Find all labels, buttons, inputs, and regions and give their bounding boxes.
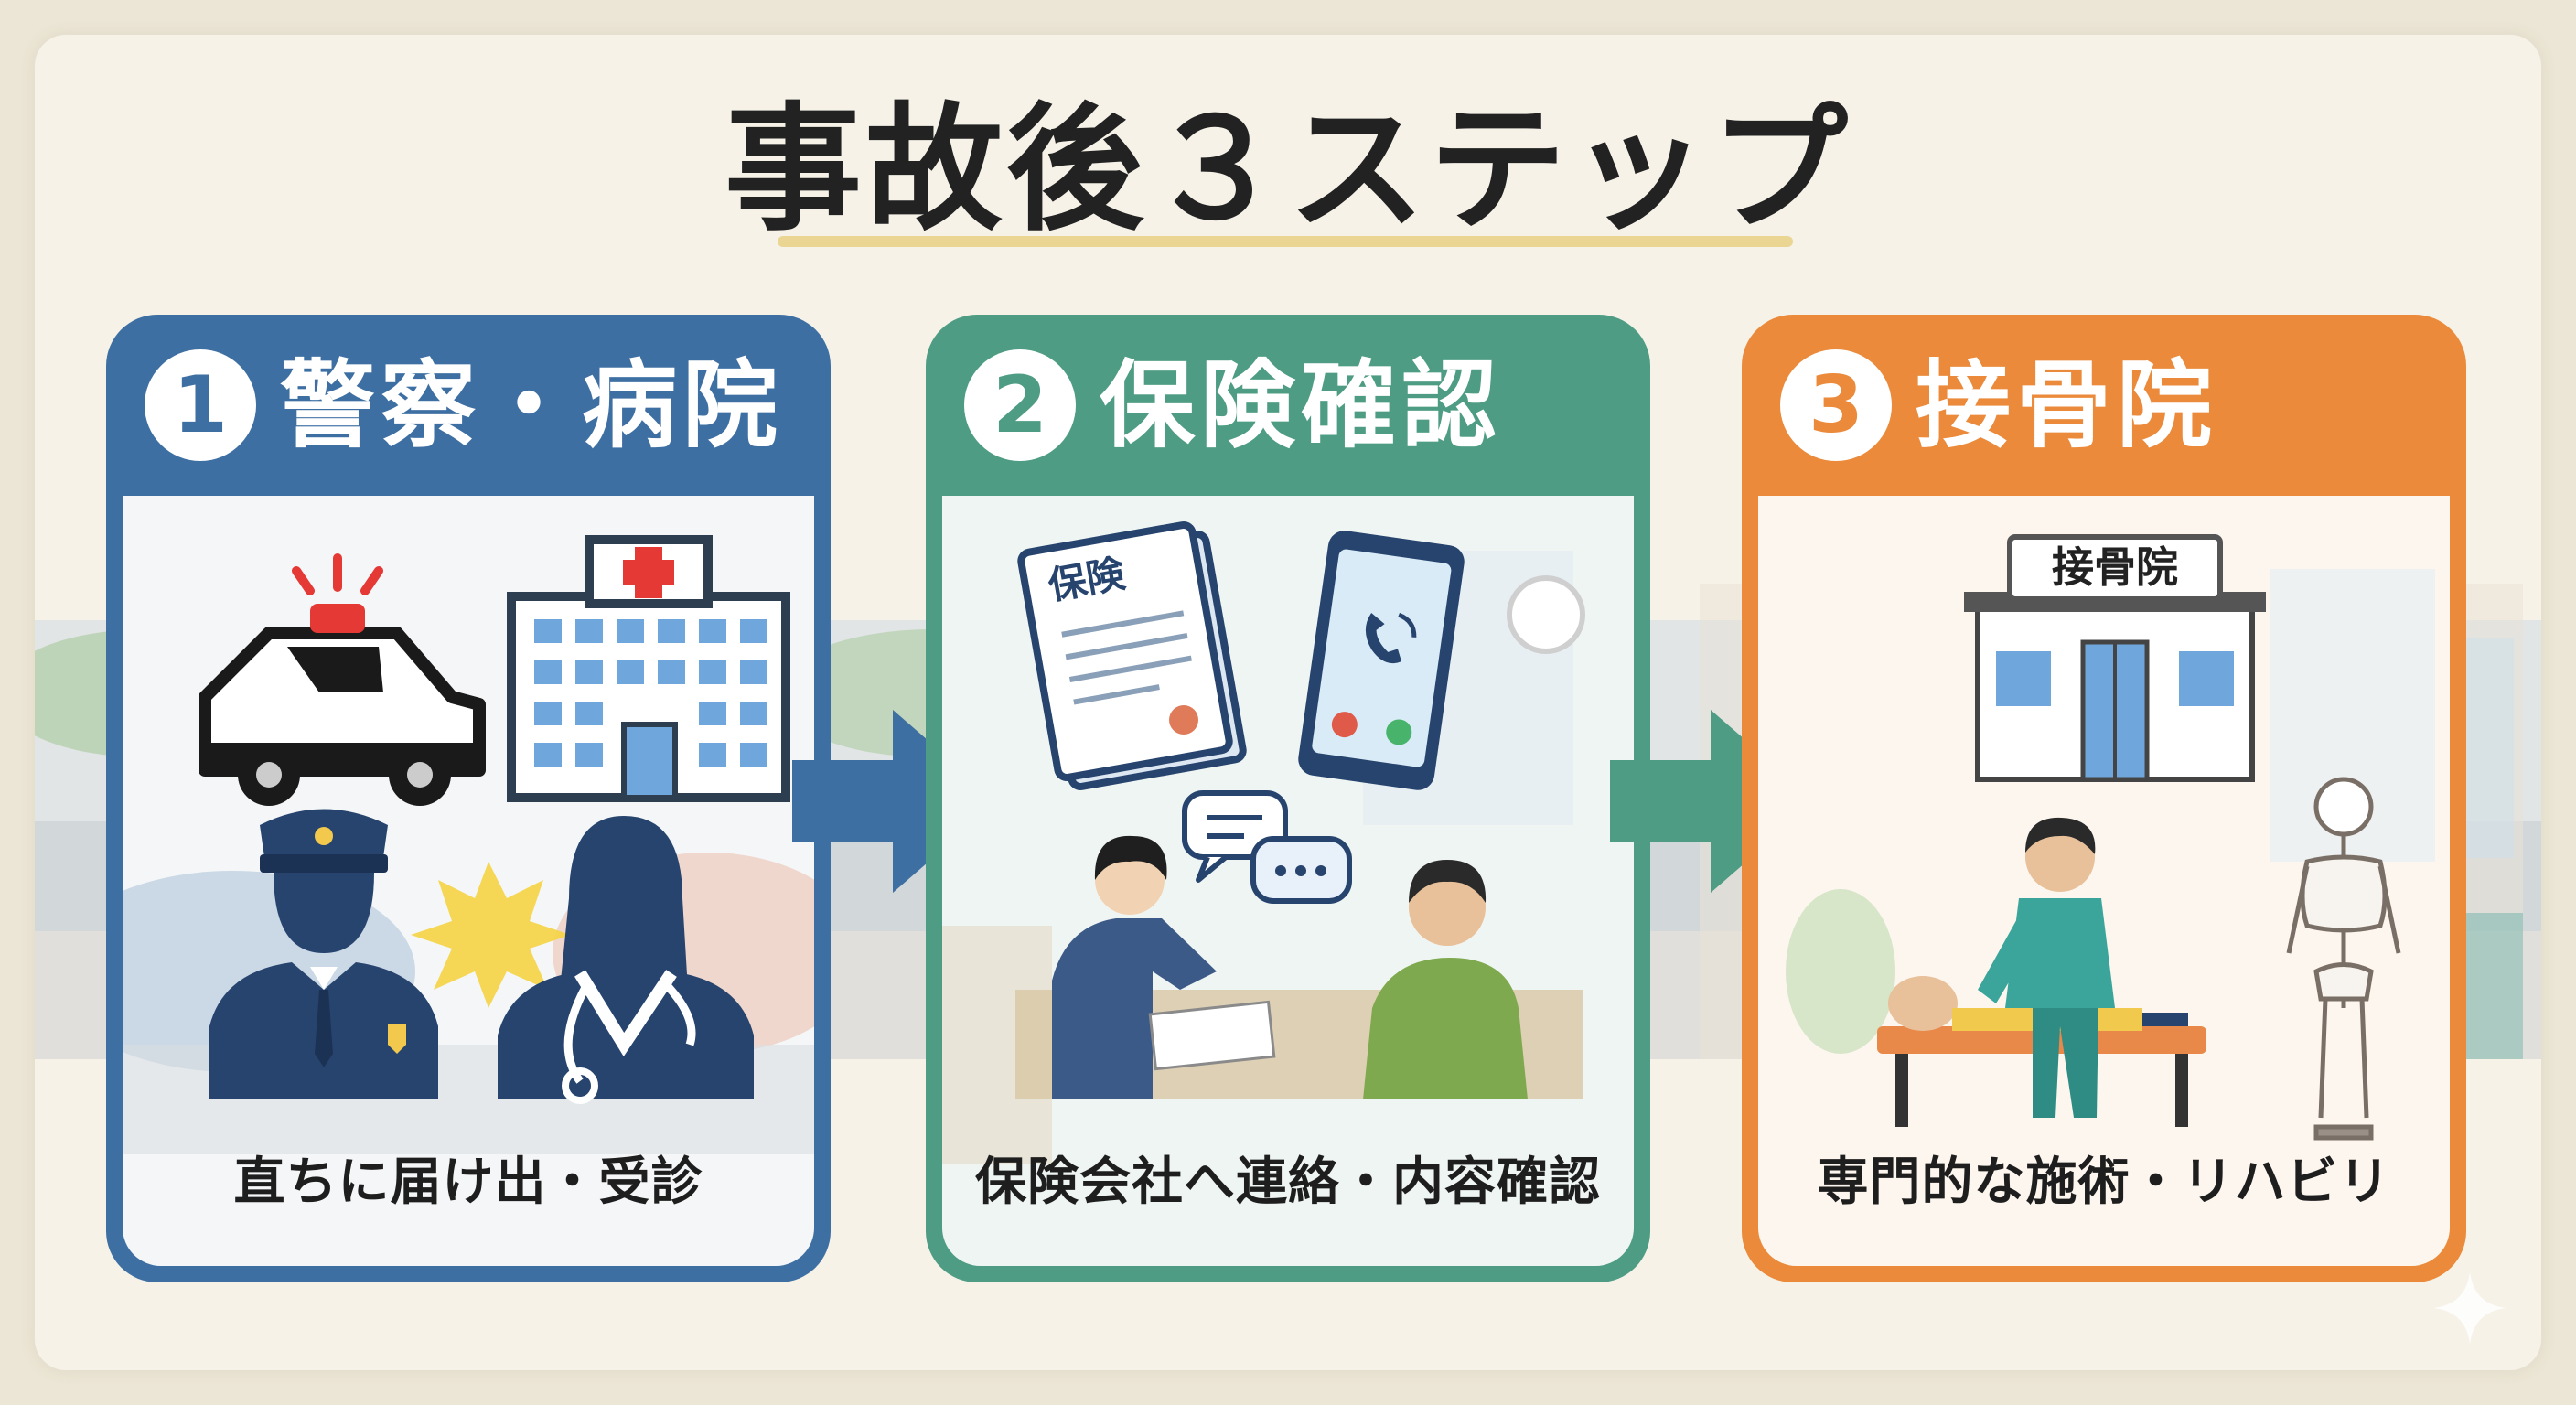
step-3-body: 接骨院 [1758,496,2450,1266]
police-officer-icon [209,809,438,1099]
police-car-icon [199,553,486,806]
step-caption: 専門的な施術・リハビリ [1817,1153,2391,1212]
therapist-icon [1877,817,2206,1127]
insurance-document-icon: 保険 [1017,520,1247,791]
step-card-1: 1 警察・病院 [106,315,831,1282]
step-number-badge: 2 [964,349,1076,461]
step-1-body: 直ちに届け出・受診 [123,496,814,1266]
clinic-building-icon: 接骨院 [1964,534,2266,782]
step-caption: 直ちに届け出・受診 [233,1153,703,1212]
hospital-icon [507,535,790,802]
arrow-right-icon [1610,710,1816,893]
step-number-badge: 3 [1780,349,1892,461]
smartphone-icon [1298,531,1465,790]
sparkle-icon [2433,1271,2506,1345]
step-2-illustration: 保険 [1015,520,1583,1099]
page-title: 事故後３ステップ [724,91,1852,250]
step-title: 接骨院 [1916,349,2218,461]
consultation-icon [1015,790,1583,1099]
step-title: 保険確認 [1100,349,1503,461]
step-number-badge: 1 [145,349,256,461]
step-3-header: 3 接骨院 [1742,315,2466,496]
step-2-body: 保険 [942,496,1634,1266]
arrow-right-icon [792,710,998,893]
collision-icon [411,862,571,1008]
step-card-3: 3 接骨院 接骨院 [1742,315,2466,1282]
step-2-header: 2 保険確認 [926,315,1650,496]
step-card-2: 2 保険確認 保険 [926,315,1650,1282]
step-1-illustration [199,535,790,1104]
step-caption: 保険会社へ連絡・内容確認 [975,1153,1601,1212]
skeleton-icon [2286,777,2401,1141]
clinic-sign: 接骨院 [2052,542,2178,592]
step-title: 警察・病院 [280,349,784,461]
step-3-illustration: 接骨院 [1877,534,2401,1141]
doctor-icon [498,816,754,1104]
title-underline [778,236,1793,247]
step-1-header: 1 警察・病院 [106,315,831,496]
